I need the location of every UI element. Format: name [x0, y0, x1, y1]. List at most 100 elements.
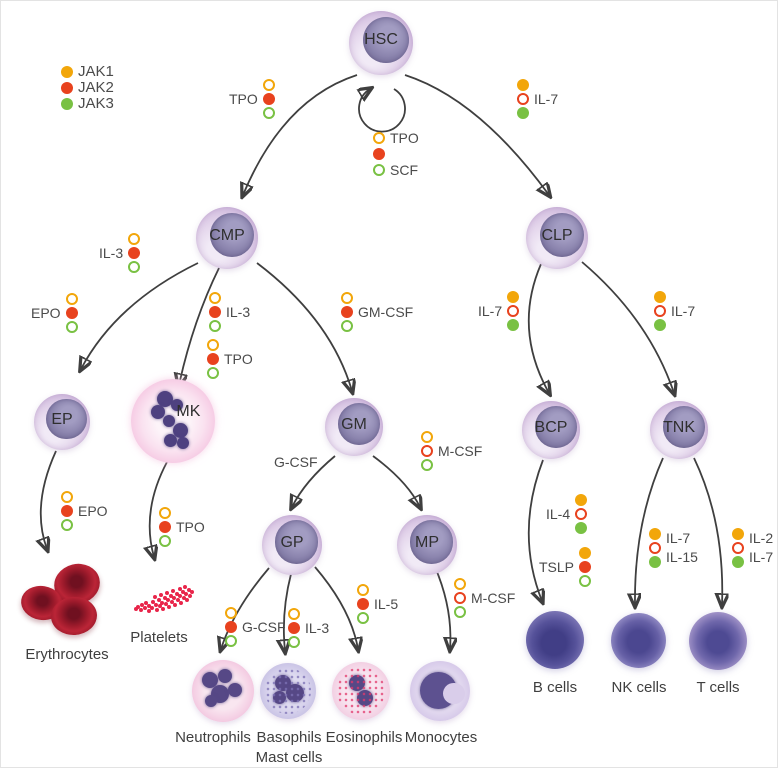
cytokine-label-epo-ep-erythrocytes: EPO	[61, 491, 108, 531]
monocyte-cell	[410, 661, 470, 721]
hsc-nucleus	[363, 16, 410, 63]
cytokine-text: IL-15	[666, 549, 698, 565]
cytokine-label-tpo-scf-self-renewal: TPO SCF	[373, 129, 419, 178]
jak2-filled-dot	[373, 147, 385, 160]
jak1-open-dot	[225, 607, 237, 619]
ep-nucleus	[46, 399, 87, 440]
cytokine-text: IL-7	[534, 90, 559, 107]
cytokine-text: IL-5	[374, 595, 399, 612]
cmp-nucleus	[209, 212, 255, 258]
jak2-open-dot	[507, 305, 520, 317]
jak1-filled-dot	[732, 528, 744, 540]
cytokine-label-tpo-hsc-cmp: TPO	[229, 79, 275, 119]
jak1-open-dot	[128, 233, 141, 245]
cell-hsc: HSC	[349, 11, 413, 75]
cytokine-label-il3-cmp-mk: IL-3	[209, 292, 250, 332]
jak3-open-dot	[454, 606, 466, 618]
jak3-open-dot	[65, 321, 78, 333]
cell-clp: CLP	[526, 207, 588, 269]
cytokine-text: TPO	[390, 129, 419, 146]
jak3-open-dot	[421, 459, 433, 471]
jak2-open-dot	[421, 445, 433, 457]
arrow-gm-to-mp	[372, 455, 420, 507]
cell-mk-label: MK	[176, 402, 201, 420]
jak1-filled-dot	[649, 528, 661, 540]
cytokine-label-mcsf-gm-mp: M-CSF	[421, 431, 482, 471]
arrow-clp-to-bcp	[527, 263, 549, 393]
jak2-open-dot	[454, 592, 466, 604]
cell-gm-label: GM	[341, 415, 367, 433]
jak1-open-dot	[262, 79, 275, 91]
cytokine-label-il4-bcp-bcells: IL-4	[546, 494, 588, 534]
cell-ep-label: EP	[51, 410, 73, 428]
jak3-open-dot	[341, 320, 353, 332]
cytokine-text: TPO	[229, 90, 258, 107]
cytokine-label-il3-gp-basophils: IL-3	[288, 608, 329, 648]
cytokine-label-epo-cmp-ep: EPO	[31, 293, 78, 333]
jak3-open-dot	[288, 636, 300, 648]
jak3-open-dot	[61, 519, 73, 531]
jak1-open-dot	[65, 293, 78, 305]
jak2-filled-dot	[128, 247, 141, 259]
cytokine-text: IL-7	[671, 302, 696, 319]
jak3-filled-dot	[517, 107, 529, 119]
jak3-open-dot	[159, 535, 171, 547]
cytokine-text: M-CSF	[438, 442, 483, 459]
arrow-gp-to-eosinophils	[314, 566, 358, 649]
b-cell	[526, 611, 584, 669]
cell-cmp-label: CMP	[209, 226, 245, 244]
jak1-open-dot	[357, 584, 369, 596]
jak2-open-dot	[732, 542, 744, 554]
cytokine-text: IL-3	[305, 619, 330, 636]
jak2-filled-dot	[225, 621, 237, 633]
arrow-tnk-to-nkcells	[635, 457, 664, 605]
gm-nucleus	[337, 403, 380, 445]
cytokine-label-mcsf-mp-monocytes: M-CSF	[454, 578, 515, 618]
jak2-open-dot	[517, 93, 529, 105]
cytokine-text: TSLP	[539, 558, 575, 575]
arrow-clp-to-tnk	[581, 261, 674, 393]
t-cells-label: T cells	[696, 679, 740, 696]
cytokine-label-il5-gp-eosinophils: IL-5	[357, 584, 398, 624]
platelets-label: Platelets	[130, 629, 188, 646]
platelets-cluster	[134, 607, 138, 611]
cytokine-label-il7-clp-tnk: IL-7	[654, 291, 695, 331]
cytokine-text: IL-3	[226, 303, 251, 320]
jak3-open-dot	[209, 320, 221, 332]
eosinophils-label: Eosinophils	[325, 729, 403, 746]
cytokine-text: EPO	[78, 502, 108, 519]
cytokine-text: JAK1	[78, 63, 114, 80]
jak1-filled-dot	[517, 79, 529, 91]
arrow-cmp-to-ep	[81, 262, 199, 369]
neutrophil-cell	[192, 660, 254, 722]
arrow-ep-to-erythrocytes	[41, 450, 57, 549]
jak3-filled-dot	[649, 556, 661, 568]
monocytes-label: Monocytes	[404, 729, 478, 746]
jak3-filled-dot	[507, 319, 520, 331]
tnk-nucleus	[662, 406, 705, 448]
arrow-hsc-to-clp	[404, 74, 549, 195]
jak2-filled-dot	[357, 598, 369, 610]
basophil-cell	[260, 663, 316, 719]
cytokine-label-il3-hsc-cmp: IL-3	[99, 233, 141, 273]
jak2-filled-dot	[159, 521, 171, 533]
cytokine-label-il7-hsc-clp: IL-7	[517, 79, 558, 119]
cytokine-text: SCF	[390, 161, 418, 178]
arrow-mk-to-platelets	[150, 461, 168, 557]
jak1-open-dot	[454, 578, 466, 590]
jak2-filled-dot	[209, 306, 221, 318]
jak3-open-dot	[262, 107, 275, 119]
cell-hsc-label: HSC	[364, 31, 398, 49]
cytokine-label-gcsf-gm-gp: G-CSF	[269, 453, 318, 472]
jak3-open-dot	[128, 261, 141, 273]
cell-mk: MK	[131, 379, 215, 463]
jak2-open-dot	[654, 305, 666, 317]
mp-nucleus	[410, 520, 454, 564]
t-cell	[689, 612, 747, 670]
cytokine-text: IL-2	[749, 530, 774, 546]
cytokine-label-tslp-bcp-bcells: TSLP	[539, 547, 592, 587]
cytokine-text: TPO	[224, 350, 253, 367]
jak3-open-dot	[357, 612, 369, 624]
cytokine-text: IL-3	[99, 244, 124, 261]
